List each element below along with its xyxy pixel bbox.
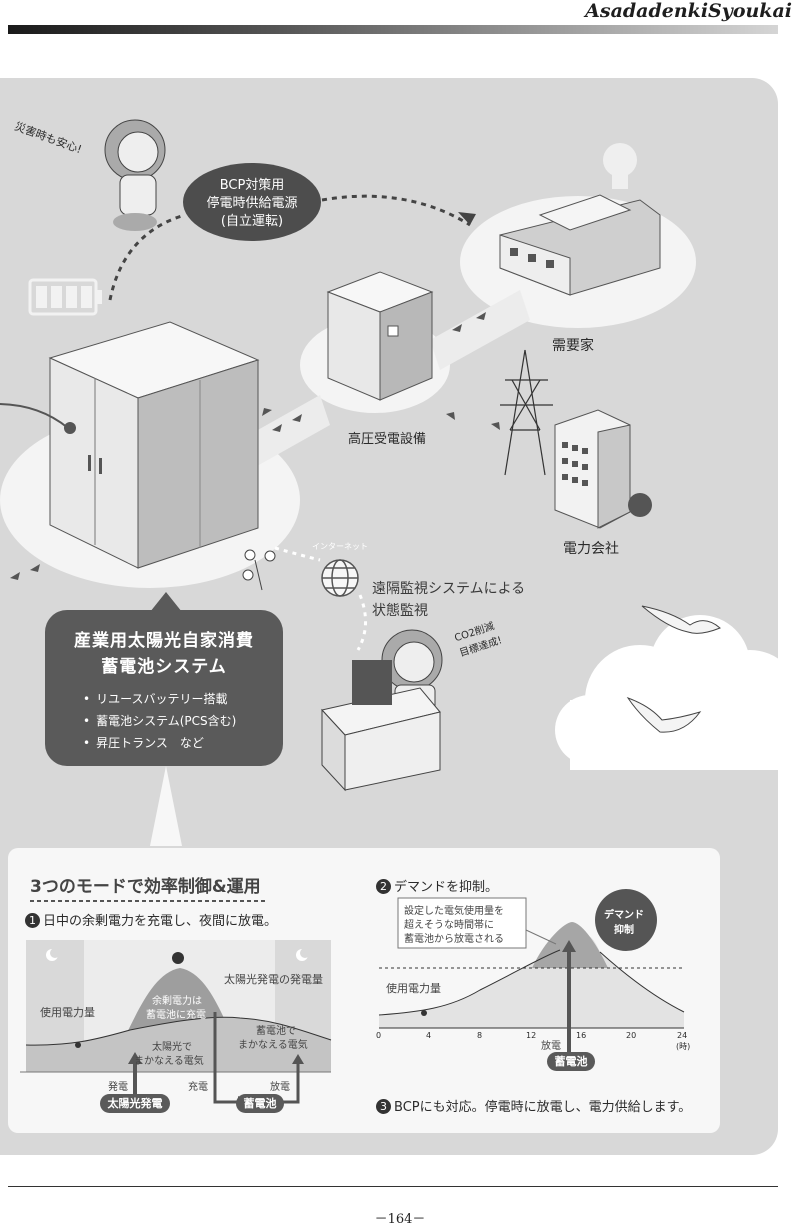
sun-icon [172, 952, 184, 964]
bcp-line-3: (自立運転) [220, 214, 284, 229]
x-tick: 8 [477, 1031, 483, 1040]
system-title-line-2: 蓄電池システム [101, 657, 227, 677]
mode2-number: 2 [376, 879, 391, 894]
flowers-illustration [242, 549, 276, 591]
cloud-illustration [555, 615, 800, 770]
mode2-usage-label: 使用電力量 [386, 982, 441, 995]
factory-illustration [499, 194, 661, 296]
system-callout-box: 産業用太陽光自家消費 蓄電池システム リユースバッテリー搭載 蓄電池システム(P… [45, 610, 283, 766]
monitoring-line-2: 状態監視 [372, 603, 428, 619]
solar-generation-label: 太陽光発電の発電量 [224, 973, 323, 986]
mode2-discharge-label: 放電 [541, 1041, 561, 1052]
power-company-building-illustration [554, 409, 652, 529]
battery-covers-1: 蓄電池で [256, 1026, 296, 1037]
flow-generate-label: 発電 [108, 1082, 128, 1093]
demand-note-1: 設定した電気使用量を [404, 906, 504, 917]
transmission-tower-illustration [500, 349, 553, 476]
solar-covers-2: まかなえる電気 [134, 1056, 204, 1067]
header-rule [8, 25, 778, 34]
demand-note-3: 蓄電池から放電される [404, 934, 504, 945]
mode3-title: BCPにも対応。停電時に放電し、電力供給します。 [394, 1100, 692, 1115]
surplus-label-1: 余剰電力は [152, 996, 202, 1007]
bcp-line-1: BCP対策用 [219, 178, 285, 193]
flow-charge-label: 充電 [188, 1082, 208, 1093]
mode3-number: 3 [376, 1099, 391, 1114]
x-tick: 20 [626, 1031, 637, 1040]
brand-name: AsadadenkiSyoukai [585, 0, 792, 22]
monitoring-line-1: 遠隔監視システムによる [372, 581, 526, 597]
system-item: リユースバッテリー搭載 [83, 690, 227, 707]
demand-label-1: デマンド [604, 910, 644, 921]
system-item: 蓄電池システム(PCS含む) [83, 712, 236, 729]
mode1-number: 1 [25, 913, 40, 928]
moon-icon [296, 948, 310, 961]
x-tick: 12 [526, 1031, 537, 1040]
page-number: －164－ [374, 1212, 426, 1227]
x-unit: (時) [676, 1042, 691, 1051]
mode1-usage-label: 使用電力量 [40, 1006, 95, 1019]
demand-label-2: 抑制 [614, 925, 634, 936]
bcp-line-2: 停電時供給電源 [206, 196, 298, 211]
battery-covers-2: まかなえる電気 [238, 1040, 308, 1051]
system-item: 昇圧トランス など [83, 734, 204, 751]
battery-pill: 蓄電池 [236, 1094, 284, 1113]
light-bulb-icon [603, 143, 637, 189]
customer-label: 需要家 [552, 338, 594, 354]
x-tick: 0 [376, 1031, 382, 1040]
internet-label: インターネット [312, 542, 368, 551]
demand-note-2: 超えそうな時間帯に [404, 920, 494, 931]
flow-discharge-label: 放電 [270, 1082, 290, 1093]
bcp-power-supply-bubble: BCP対策用 停電時供給電源 (自立運転) [183, 163, 321, 241]
surplus-label-2: 蓄電池に充電 [146, 1010, 206, 1021]
mode1-title: 日中の余剰電力を充電し、夜間に放電。 [43, 914, 278, 929]
x-tick: 16 [576, 1031, 587, 1040]
mode2-battery-pill: 蓄電池 [547, 1052, 595, 1071]
lion-mascot-top-illustration [104, 119, 166, 231]
footer-rule [8, 1186, 778, 1187]
battery-level-icon [28, 278, 102, 316]
desk-illustration [321, 660, 441, 792]
moon-icon [46, 948, 60, 961]
solar-power-pill: 太陽光発電 [100, 1094, 170, 1113]
system-title-line-1: 産業用太陽光自家消費 [74, 631, 254, 651]
bird-icon [626, 605, 721, 733]
power-company-label: 電力会社 [563, 541, 619, 557]
x-tick: 4 [426, 1031, 432, 1040]
substation-illustration [326, 271, 434, 401]
globe-icon [321, 559, 359, 597]
mode2-title: デマンドを抑制。 [394, 880, 499, 895]
x-tick: 24 [677, 1031, 688, 1040]
modes-title: 3つのモードで効率制御&運用 [30, 872, 265, 902]
solar-covers-1: 太陽光で [152, 1042, 192, 1053]
substation-label: 高圧受電設備 [348, 432, 427, 447]
battery-cabinet-illustration [48, 321, 260, 569]
